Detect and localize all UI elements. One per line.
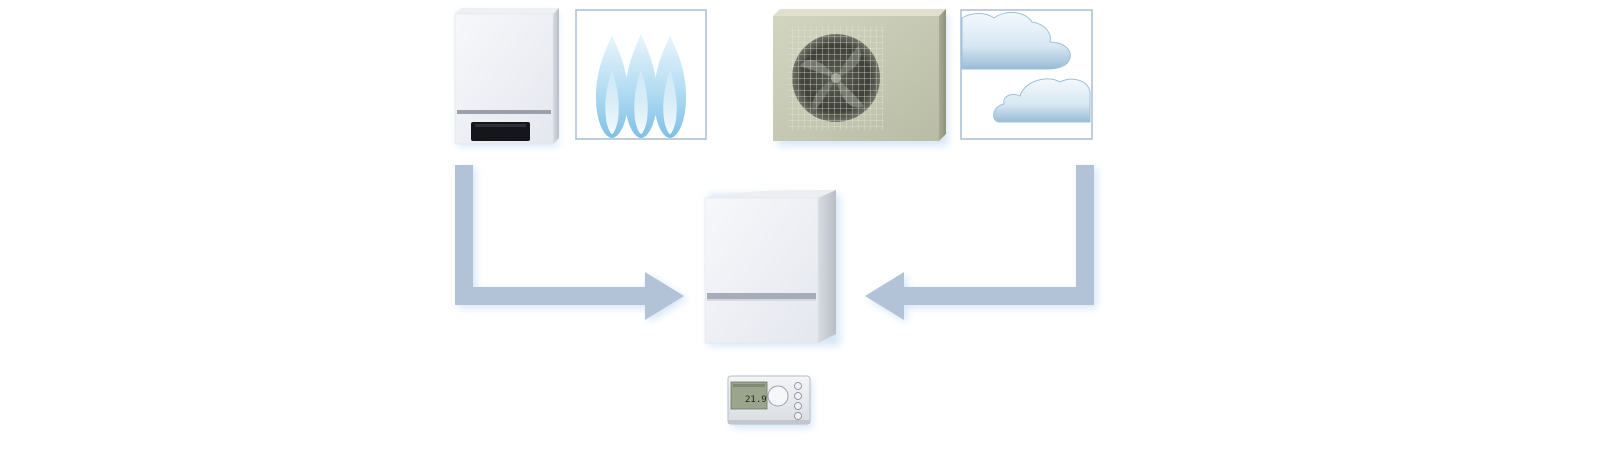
outdoor-heat-pump-icon bbox=[773, 9, 948, 146]
cloud-1 bbox=[961, 12, 1071, 70]
thermostat-button-2[interactable] bbox=[794, 392, 802, 400]
indoor-unit-icon bbox=[704, 190, 840, 346]
gas-boiler-icon bbox=[454, 8, 559, 146]
flame-1 bbox=[595, 36, 629, 138]
thermostat-button-1[interactable] bbox=[794, 382, 802, 390]
right-flow-arrow bbox=[865, 165, 1097, 323]
flame-3 bbox=[653, 36, 687, 138]
room-controller-icon: 21.9°C bbox=[727, 375, 812, 428]
flames-icon bbox=[575, 9, 707, 140]
flame-2 bbox=[624, 34, 658, 138]
thermostat-temperature: 21.9°C bbox=[745, 395, 778, 405]
thermostat-button-4[interactable] bbox=[794, 412, 802, 420]
cloud-2 bbox=[993, 78, 1091, 123]
left-flow-arrow bbox=[455, 165, 687, 323]
clouds-icon bbox=[960, 9, 1093, 140]
thermostat-button-3[interactable] bbox=[794, 402, 802, 410]
thermostat-dial[interactable] bbox=[767, 385, 789, 407]
